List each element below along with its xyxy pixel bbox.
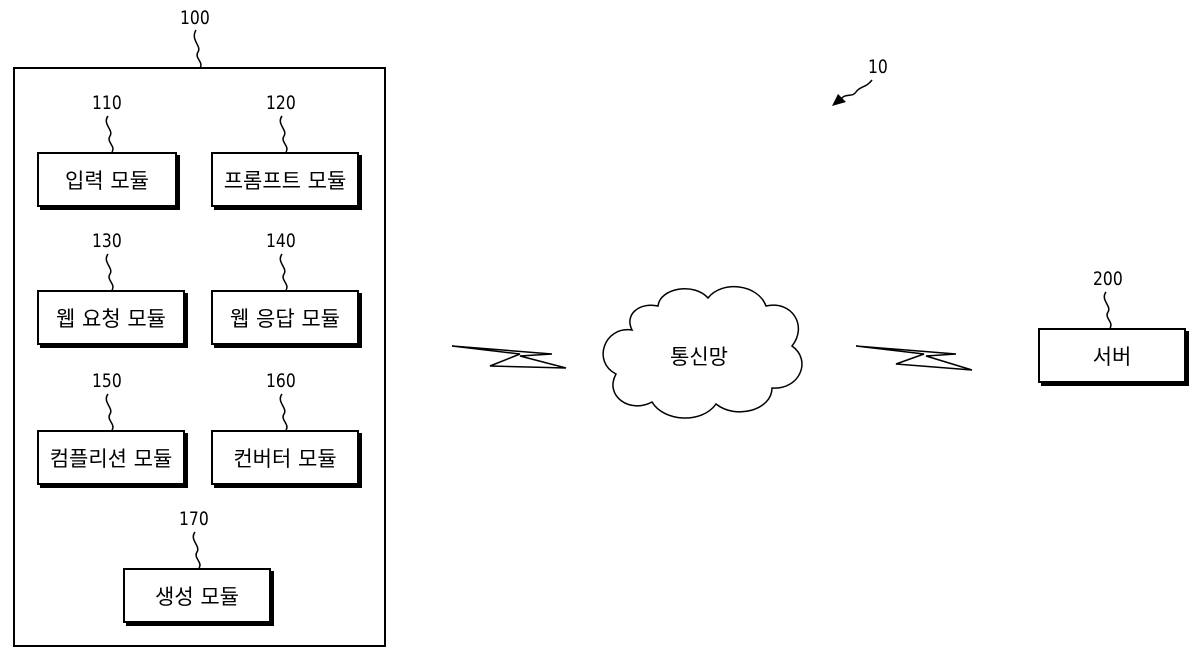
system-ref: 10 — [868, 56, 888, 78]
leader-150 — [106, 394, 113, 430]
leader-110 — [106, 116, 113, 152]
module-ref-140: 140 — [266, 230, 296, 252]
device-leader — [194, 30, 201, 68]
device-ref: 100 — [180, 7, 210, 29]
leader-140 — [280, 254, 287, 290]
leader-120 — [280, 116, 287, 152]
link-device-network — [452, 346, 566, 368]
module-ref-120: 120 — [266, 92, 296, 114]
server-ref: 200 — [1093, 268, 1123, 290]
module-ref-110: 110 — [92, 92, 122, 114]
leader-130 — [106, 254, 113, 290]
server-box: 서버 — [1038, 328, 1186, 383]
module-ref-150: 150 — [92, 370, 122, 392]
module-web-request: 웹 요청 모듈 — [37, 290, 185, 345]
leader-170 — [193, 532, 200, 568]
server-leader — [1104, 292, 1111, 328]
module-converter: 컨버터 모듈 — [211, 430, 359, 485]
link-network-server — [856, 346, 972, 370]
system-ref-arrow — [840, 80, 872, 100]
system-ref-arrowhead — [832, 94, 846, 106]
module-input: 입력 모듈 — [37, 152, 177, 207]
module-completion: 컴플리션 모듈 — [37, 430, 185, 485]
leader-160 — [280, 394, 287, 430]
module-ref-160: 160 — [266, 370, 296, 392]
module-ref-170: 170 — [179, 508, 209, 530]
module-web-response: 웹 응답 모듈 — [211, 290, 359, 345]
module-ref-130: 130 — [92, 230, 122, 252]
network-label: 통신망 — [670, 341, 728, 371]
module-prompt: 프롬프트 모듈 — [211, 152, 359, 207]
module-generation: 생성 모듈 — [123, 568, 271, 623]
